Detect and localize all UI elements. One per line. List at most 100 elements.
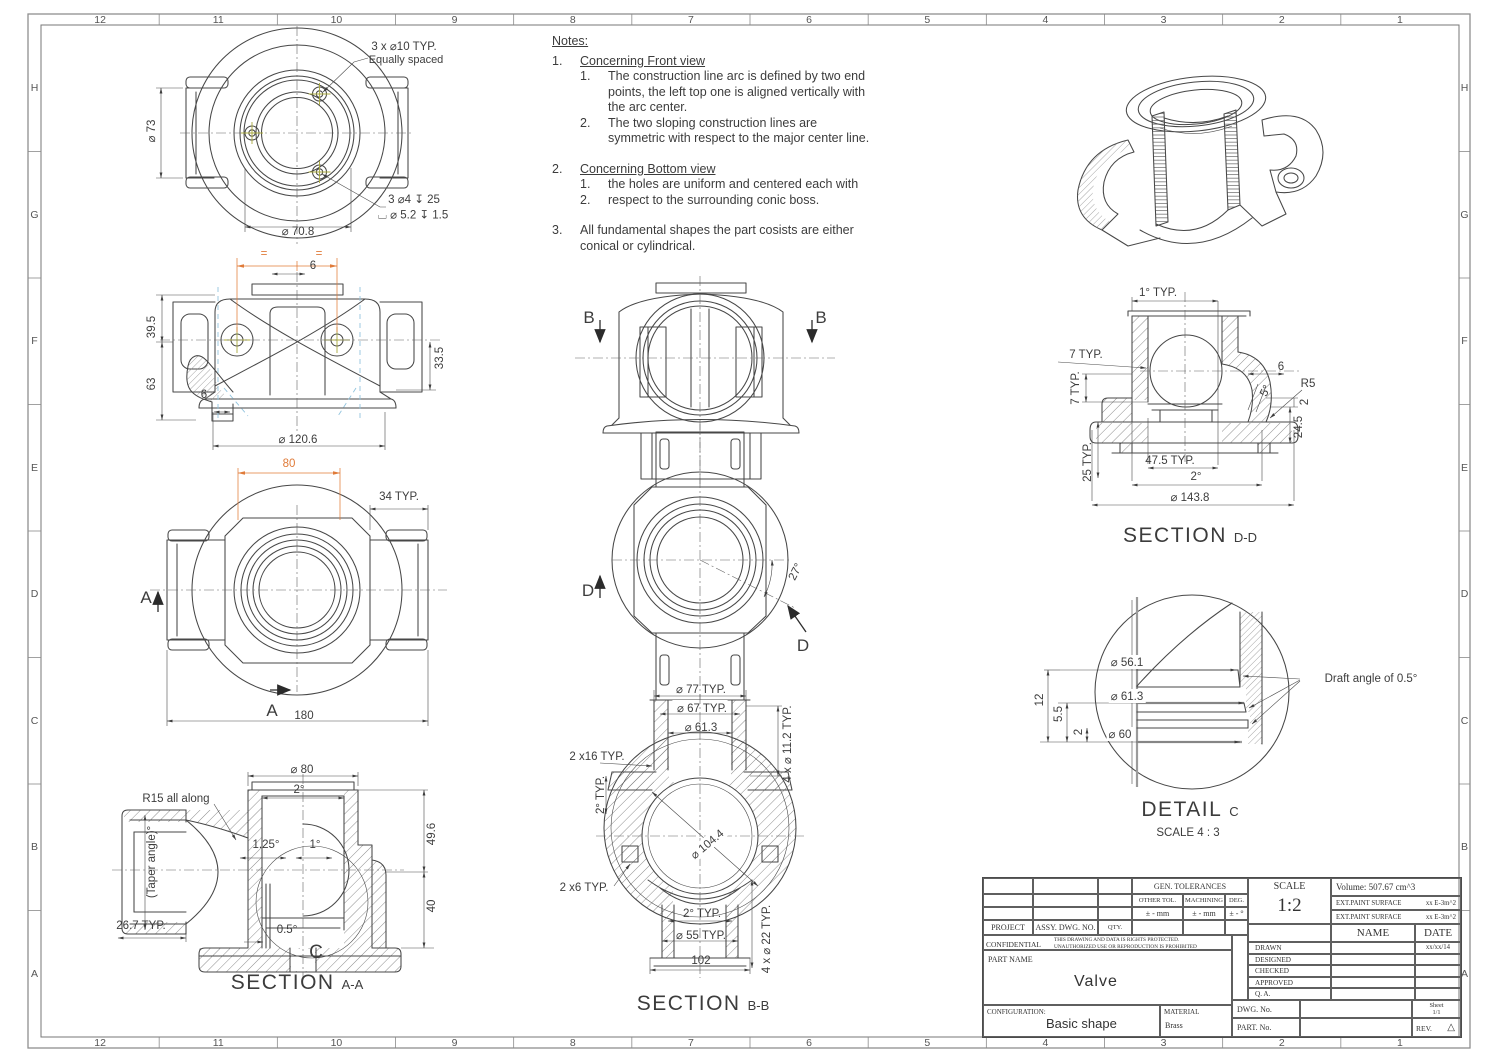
- tb-part-no-value: [1300, 1018, 1412, 1037]
- tb-confidential: CONFIDENTIAL: [986, 940, 1041, 949]
- tb-blank: [983, 907, 1033, 920]
- tb-assy-label: ASSY. DWG. NO.: [1033, 920, 1098, 935]
- tb-ext-val-2: xx E-3m^2: [1425, 914, 1456, 921]
- tb-tol-mm-2: ± - mm: [1183, 907, 1225, 920]
- front-view-drawing: [156, 258, 440, 450]
- note-subitem: 1.the holes are uniform and centered eac…: [580, 177, 859, 191]
- tb-staff-date: [1415, 988, 1461, 1000]
- zone-label: 2: [1278, 13, 1285, 26]
- tb-machining: MACHINING: [1183, 894, 1225, 907]
- d-view-drawing: [594, 424, 807, 708]
- note-line: conical or cylindrical.: [580, 238, 696, 253]
- zone-label: 1: [1396, 1036, 1403, 1049]
- zone-label: 3: [1160, 13, 1167, 26]
- tb-staff-label: DRAWN: [1248, 942, 1331, 954]
- note-line: points, the left top one is aligned vert…: [608, 84, 866, 99]
- zone-label: 2: [1278, 1036, 1285, 1049]
- tb-staff-name: [1331, 965, 1415, 977]
- zone-label: H: [30, 82, 39, 95]
- tb-config-label: CONFIGURATION:: [987, 1008, 1046, 1016]
- tb-legal-1: THIS DRAWING AND DATA IS RIGHTS PROTECTE…: [1054, 937, 1180, 943]
- tb-ext-val-1: xx E-3m^2: [1425, 900, 1456, 907]
- tb-blank: [1183, 920, 1225, 935]
- zone-label: 3: [1160, 1036, 1167, 1049]
- tb-deg: DEG.: [1225, 894, 1248, 907]
- tb-part-no-label: PART. No.: [1232, 1018, 1300, 1037]
- zone-label: 8: [569, 1036, 576, 1049]
- tb-other-tol: OTHER TOL.: [1132, 894, 1183, 907]
- isometric-cutaway-drawing: [1076, 75, 1324, 247]
- zone-label: 11: [212, 1036, 224, 1049]
- note-line: The two sloping construction lines are: [608, 115, 818, 130]
- tb-staff-name: [1331, 953, 1415, 966]
- tb-material-label: MATERIAL: [1164, 1008, 1200, 1016]
- tb-staff-date: [1415, 976, 1461, 989]
- zone-label: 6: [806, 13, 812, 26]
- note-subitem: 1.The construction line arc is defined b…: [580, 69, 866, 114]
- tb-staff-label: Q. A.: [1248, 988, 1331, 1000]
- zone-label: G: [30, 208, 39, 221]
- zone-label: 7: [687, 1036, 694, 1049]
- zone-label: 10: [330, 1036, 343, 1049]
- tb-scale-value: 1:2: [1277, 895, 1302, 916]
- note-line: The construction line arc is defined by …: [608, 69, 866, 83]
- tb-ext-label-1: EXT.PAINT SURFACE: [1336, 900, 1402, 907]
- zone-label: 5: [924, 13, 931, 26]
- tb-blank: [1033, 894, 1098, 907]
- zone-label: 10: [330, 13, 343, 26]
- tb-part-name: Valve: [1074, 973, 1118, 990]
- tb-staff-row: CHECKED: [1248, 965, 1461, 977]
- tb-blank: [983, 894, 1033, 907]
- detail-c-drawing: [1040, 594, 1301, 790]
- zone-label: 4: [1042, 13, 1049, 26]
- tb-staff-row: DESIGNED: [1248, 953, 1461, 966]
- zone-label: 9: [451, 13, 458, 26]
- tb-blank: [1225, 920, 1248, 935]
- zone-label: 8: [569, 13, 576, 26]
- tb-blank: [983, 878, 1033, 894]
- note-subitem: 2.The two sloping construction lines are…: [580, 115, 870, 146]
- tb-blank: [1033, 878, 1098, 894]
- tb-staff-label: DESIGNED: [1248, 953, 1331, 966]
- zone-label: E: [1460, 461, 1469, 474]
- note-line: the arc center.: [608, 100, 688, 114]
- tb-rev-cell: REV. △: [1412, 1018, 1461, 1037]
- zone-label: 5: [924, 1036, 931, 1049]
- tb-staff-name: [1331, 988, 1415, 1000]
- tb-blank: [1033, 907, 1098, 920]
- tb-staff-date: [1415, 953, 1461, 966]
- tb-configuration-cell: CONFIGURATION: Basic shape: [983, 1005, 1160, 1037]
- section-d-d-drawing: [1057, 292, 1303, 507]
- tb-rev-label: REV.: [1416, 1024, 1432, 1033]
- tb-blank: [1098, 894, 1132, 907]
- zone-label: H: [1460, 82, 1469, 95]
- note-heading: Concerning Bottom view: [580, 161, 716, 176]
- tb-dwg-label: DWG. No.: [1232, 1000, 1300, 1018]
- tb-blank: [1098, 878, 1132, 894]
- tb-volume: Volume: 507.67 cm^3: [1331, 878, 1461, 896]
- note-line: symmetric with respect to the major cent…: [608, 131, 870, 145]
- zone-label: A: [1460, 967, 1469, 980]
- zone-label: C: [1460, 714, 1469, 727]
- tb-blank: [1248, 924, 1331, 942]
- zone-label: B: [1460, 841, 1469, 854]
- zone-label: 9: [451, 1036, 458, 1049]
- tb-tol-mm-1: ± - mm: [1132, 907, 1183, 920]
- tb-staff-name: [1331, 976, 1415, 989]
- tb-blank: [1232, 935, 1248, 1000]
- tb-qty-label: QTY.: [1098, 920, 1132, 935]
- zone-label: A: [30, 967, 39, 980]
- tb-staff-row: APPROVED: [1248, 976, 1461, 989]
- notes-title: Notes:: [552, 34, 589, 48]
- tb-part-name-label: PART NAME: [988, 955, 1033, 964]
- tb-staff-date: xx/xx/14: [1415, 942, 1461, 954]
- tb-scale-cell: SCALE 1:2: [1248, 878, 1331, 924]
- tb-sheet-value: 1/1: [1432, 1009, 1441, 1016]
- tb-staff-label: APPROVED: [1248, 976, 1331, 989]
- tb-tol-deg: ± - °: [1225, 907, 1248, 920]
- tb-legal-2: UNAUTHORIZED USE OR REPRODUCTION IS PROH…: [1054, 944, 1197, 950]
- tb-part-name-cell: PART NAME Valve: [983, 950, 1232, 1005]
